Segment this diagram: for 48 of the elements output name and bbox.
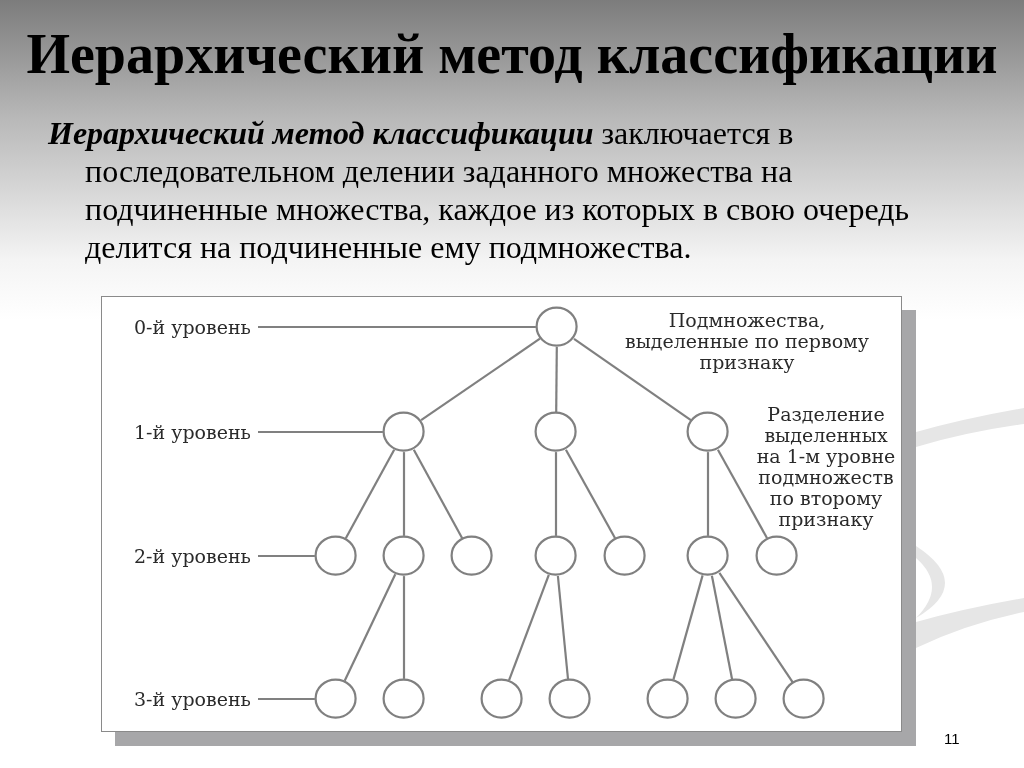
level-label: 3-й уровень (134, 688, 258, 710)
level-label: 2-й уровень (134, 545, 258, 567)
circle-node (314, 535, 358, 577)
connector-line (573, 337, 692, 421)
connector-line (716, 449, 769, 539)
connector-line (564, 449, 617, 539)
circle-node (755, 535, 799, 577)
circle-node (646, 678, 690, 720)
circle-node (480, 678, 524, 720)
leader-line (258, 325, 536, 329)
connector-line (344, 449, 396, 539)
circle-node (535, 306, 579, 348)
circle-node (534, 411, 578, 453)
connector-line (718, 572, 794, 683)
circle-node (686, 411, 730, 453)
slide-title: Иерархический метод классификации (26, 22, 998, 86)
connector-line (343, 573, 397, 682)
connector-line (420, 337, 541, 422)
circle-node (534, 535, 578, 577)
circle-node (382, 411, 426, 453)
leader-line (258, 697, 315, 701)
circle-node (314, 678, 358, 720)
circle-node (382, 678, 426, 720)
leader-line (258, 430, 383, 434)
circle-node (382, 535, 426, 577)
connector-line (412, 449, 464, 539)
leader-line (258, 554, 315, 558)
connector-line (556, 575, 570, 680)
circle-node (686, 535, 730, 577)
circle-node (714, 678, 758, 720)
connector-line (402, 576, 406, 679)
circle-node (548, 678, 592, 720)
connector-line (554, 452, 558, 536)
circle-node (603, 535, 647, 577)
body-paragraph: Иерархический метод классификации заключается в последовательном делении заданного множества на подчиненные множества, каждое из которых в свою очередь делится на подчиненные ему подмножества. (48, 114, 911, 266)
level-label: 0-й уровень (134, 316, 258, 338)
circle-node (450, 535, 494, 577)
connector-line (710, 575, 734, 680)
connector-line (508, 574, 550, 681)
circle-node (782, 678, 826, 720)
level-label: 1-й уровень (134, 421, 258, 443)
connector-line (672, 575, 704, 680)
connector-line (706, 452, 710, 536)
annotation-text: Подмножества, выделенные по первому признаку (623, 310, 871, 373)
annotation-text: Разделение выделенных на 1-м уровне подмножеств по второму признаку (756, 404, 896, 530)
connector-line (402, 452, 406, 536)
page-number: 11 (944, 730, 960, 748)
connector-line (555, 347, 558, 412)
